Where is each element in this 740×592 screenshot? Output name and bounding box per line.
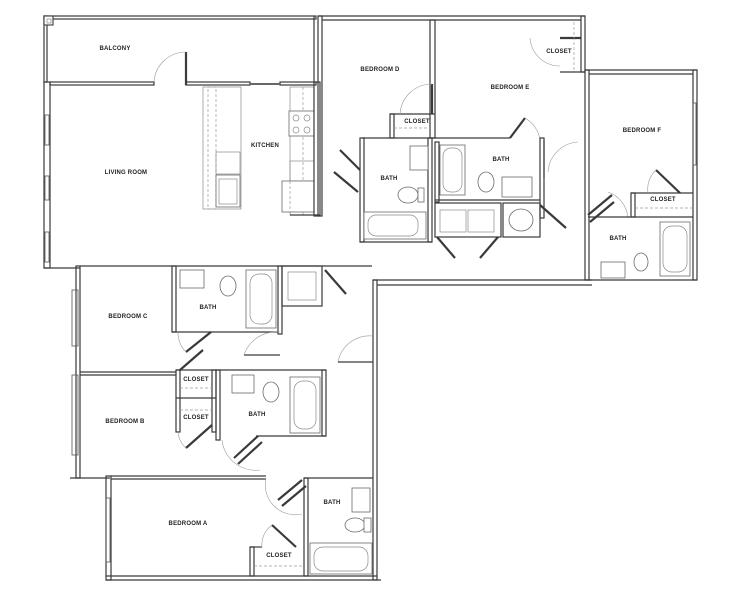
bath-b-sink: [231, 374, 255, 394]
kitchen-island: [202, 86, 242, 210]
label-kitchen: KITCHEN: [250, 143, 280, 149]
kitchen-sink: [215, 174, 241, 208]
bedroom-b-walls: [111, 331, 374, 480]
bath-e-sink: [501, 176, 533, 198]
bath-c-sink: [179, 269, 205, 289]
label-bedroom-b: BEDROOM B: [105, 419, 145, 425]
refrigerator: [281, 180, 315, 213]
laundry: [508, 208, 534, 232]
label-closet-f: CLOSET: [650, 197, 676, 203]
bath-b-tub: [289, 376, 321, 434]
label-closet-e: CLOSET: [546, 49, 572, 55]
bath-a-sink: [351, 487, 371, 513]
bedroom-c-walls: [80, 265, 347, 376]
bedroom-d-walls: [333, 19, 436, 243]
bedroom-e-walls: [434, 22, 585, 259]
label-bath-d: BATH: [380, 176, 398, 182]
label-bedroom-f: BEDROOM F: [622, 128, 662, 134]
bath-e-toilet: [477, 171, 495, 193]
label-bath-c: BATH: [199, 305, 217, 311]
bedroom-f-walls: [587, 169, 693, 279]
bath-d-toilet: [397, 186, 419, 204]
kitchen-fixtures: [202, 81, 321, 217]
bath-f-sink: [600, 261, 626, 279]
label-bath-a: BATH: [323, 500, 341, 506]
label-closet-b: CLOSET: [183, 415, 209, 421]
exterior-walls: [43, 15, 698, 581]
column: [43, 15, 54, 26]
label-bedroom-a: BEDROOM A: [168, 521, 208, 527]
label-closet-d: CLOSET: [404, 119, 430, 125]
label-balcony: BALCONY: [99, 46, 131, 52]
bath-a-tub: [309, 542, 373, 575]
bath-f-tub: [659, 221, 691, 277]
label-bath-e: BATH: [492, 157, 510, 163]
label-bedroom-c: BEDROOM C: [108, 314, 148, 320]
label-bedroom-e: BEDROOM E: [490, 85, 530, 91]
label-closet-a: CLOSET: [266, 553, 292, 559]
label-living-room: LIVING ROOM: [104, 170, 148, 176]
bath-e-tub: [439, 144, 466, 196]
bath-b-toilet: [262, 381, 280, 403]
label-bath-b: BATH: [248, 412, 266, 418]
bath-c-tub: [245, 269, 277, 329]
bath-a-toilet: [344, 517, 366, 533]
stove-icon: [288, 110, 315, 137]
bath-d-tub: [363, 211, 427, 240]
bedroom-a-walls: [249, 477, 373, 577]
linen-closet: [287, 271, 317, 301]
label-bedroom-d: BEDROOM D: [360, 67, 400, 73]
bath-c-toilet: [219, 275, 237, 297]
bath-d-sink: [409, 145, 429, 171]
bath-f-toilet: [633, 252, 649, 272]
label-bath-f: BATH: [609, 236, 627, 242]
label-closet-c: CLOSET: [183, 377, 209, 383]
